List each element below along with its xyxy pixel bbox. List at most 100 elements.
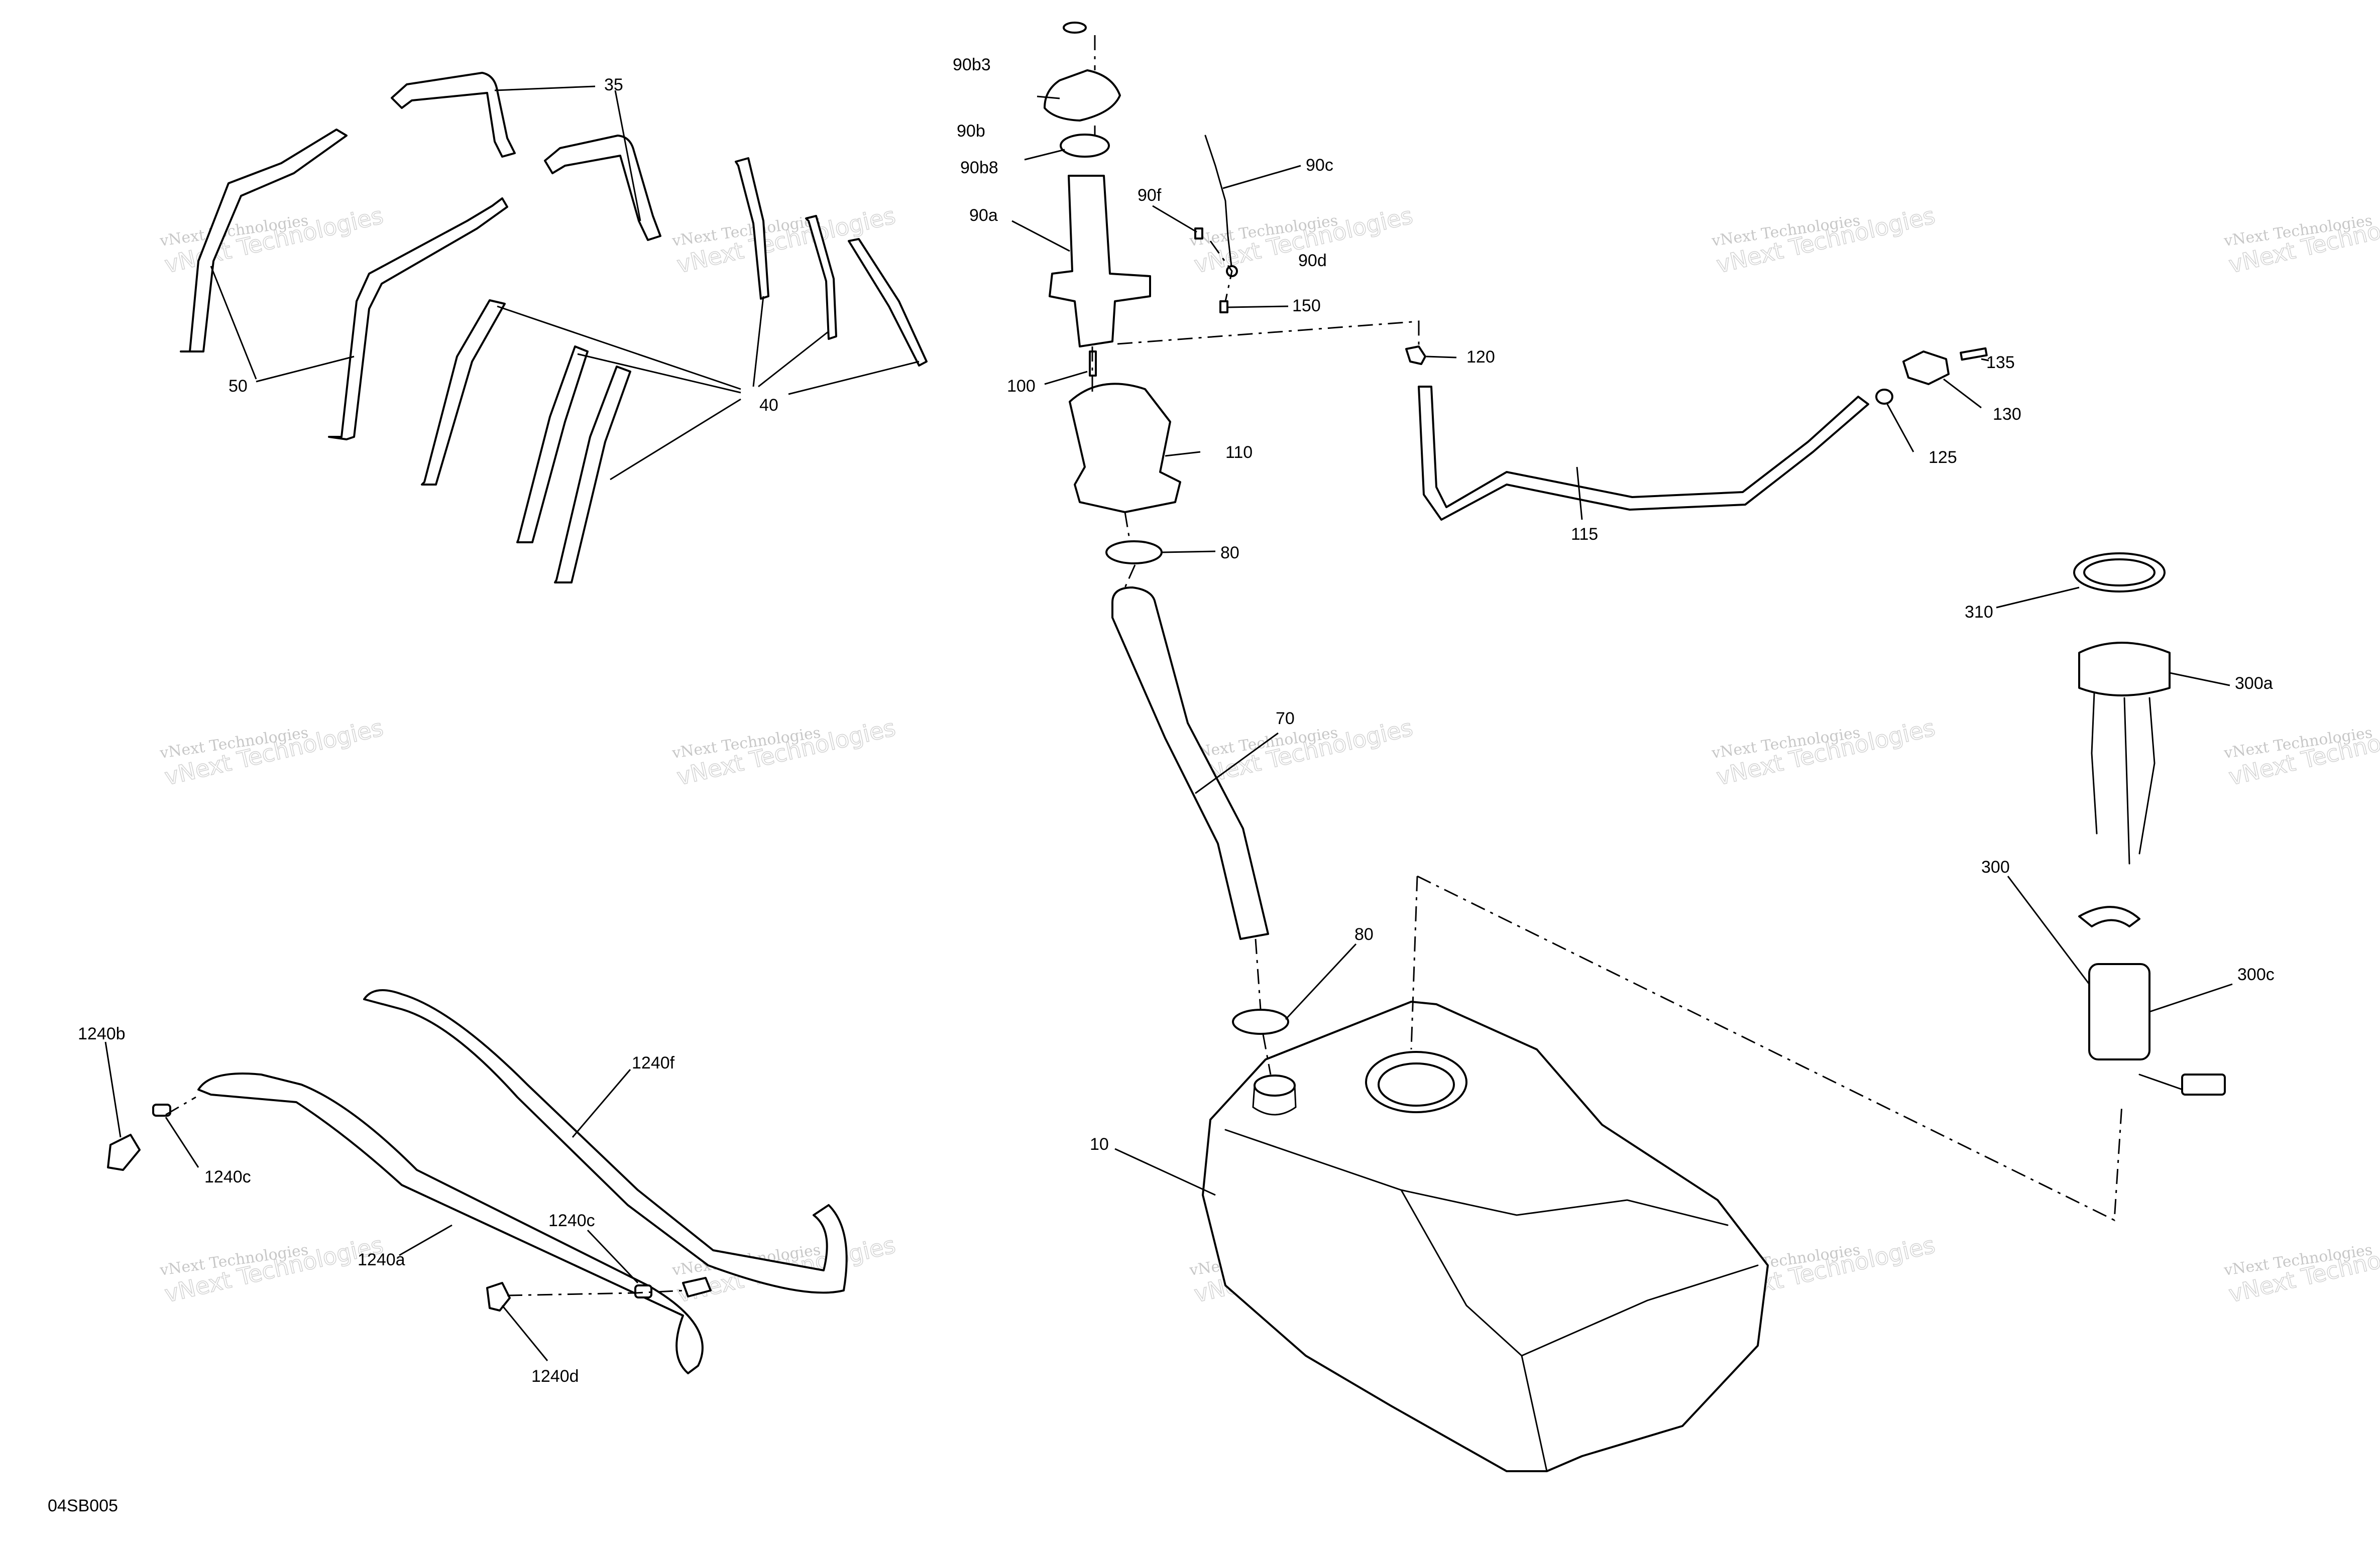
strap-35-lower bbox=[544, 135, 661, 241]
assembly-line bbox=[507, 1289, 686, 1296]
strap-40-b bbox=[516, 345, 589, 543]
leader-line bbox=[577, 353, 741, 394]
vent-hose-group bbox=[1405, 345, 1988, 521]
callout-300c: 300c bbox=[2237, 965, 2275, 984]
assembly-line bbox=[165, 1096, 196, 1116]
fill-hose-70 bbox=[1111, 586, 1269, 940]
strap-40-e bbox=[805, 215, 837, 340]
leader-line bbox=[1114, 1148, 1216, 1196]
callout-1240b: 1240b bbox=[78, 1024, 126, 1043]
leader-line bbox=[165, 1117, 199, 1168]
assembly-line bbox=[1410, 876, 1418, 1050]
strap-50-small bbox=[180, 129, 348, 352]
leader-line bbox=[501, 1305, 548, 1361]
lock-ring-310-inner bbox=[2083, 558, 2156, 586]
fuel-tank-10 bbox=[1202, 1001, 1769, 1472]
watermark: vNext Technologies vNext Technologies bbox=[2222, 201, 2380, 279]
assembly-line bbox=[1262, 1034, 1272, 1075]
assembly-lines bbox=[165, 35, 2123, 1296]
callout-300a: 300a bbox=[2235, 674, 2273, 693]
tank-mid-ridge bbox=[1400, 1189, 1548, 1472]
assembly-line bbox=[1117, 320, 1420, 349]
leader-line bbox=[1037, 95, 1060, 99]
callout-310: 310 bbox=[1965, 603, 1993, 622]
strap-40-d bbox=[735, 157, 769, 300]
watermark: vNext Technologies vNext Technologies bbox=[670, 714, 898, 791]
callout-40: 40 bbox=[759, 396, 778, 415]
valve-130 bbox=[1902, 350, 1950, 385]
callout-90b3: 90b3 bbox=[953, 55, 991, 74]
leader-line bbox=[1024, 149, 1065, 161]
leader-line bbox=[1996, 586, 2080, 609]
leader-line bbox=[104, 1041, 122, 1138]
strap-35-upper bbox=[391, 72, 516, 158]
leader-line bbox=[497, 305, 741, 390]
callout-1240f: 1240f bbox=[632, 1053, 675, 1073]
watermark: vNext Technologies vNext Technologies bbox=[1188, 714, 1416, 791]
leader-line bbox=[210, 266, 257, 380]
fitting-1240d bbox=[486, 1282, 511, 1312]
tank-top-edge bbox=[1224, 1129, 1729, 1226]
callout-90b8: 90b8 bbox=[960, 158, 998, 177]
clamp-125 bbox=[1875, 389, 1893, 405]
assembly-line bbox=[1124, 564, 1136, 588]
watermark: vNext Technologies vNext Technologies bbox=[2222, 1231, 2380, 1308]
callout-70: 70 bbox=[1276, 709, 1295, 728]
fuel-cap-90b bbox=[1044, 69, 1121, 122]
leader-line bbox=[1886, 404, 1914, 452]
leader-line bbox=[1162, 550, 1216, 553]
leader-line bbox=[752, 296, 764, 387]
filler-port-neck bbox=[1252, 1085, 1297, 1116]
clamp-80-upper bbox=[1105, 540, 1163, 564]
callout-80-lower: 80 bbox=[1354, 925, 1374, 944]
hose-stub bbox=[682, 1277, 712, 1297]
diagram-code: 04SB005 bbox=[48, 1496, 118, 1515]
pump-body-300c bbox=[2088, 963, 2150, 1060]
callout-135: 135 bbox=[1986, 353, 2015, 372]
clamp-1240c-right bbox=[634, 1284, 652, 1298]
leader-line bbox=[1981, 358, 1989, 362]
pump-float bbox=[2181, 1074, 2226, 1096]
fitting-120 bbox=[1405, 345, 1426, 365]
leader-line bbox=[614, 90, 641, 221]
callout-1240a: 1240a bbox=[358, 1250, 405, 1269]
straps-group bbox=[180, 72, 928, 583]
callout-90c: 90c bbox=[1306, 156, 1333, 175]
leader-line bbox=[1152, 205, 1197, 233]
assembly-line bbox=[1417, 875, 2123, 1222]
leader-line bbox=[1943, 378, 1982, 409]
leader-line bbox=[1222, 165, 1301, 189]
tether-90c bbox=[1204, 135, 1232, 267]
callout-300: 300 bbox=[1981, 858, 2010, 877]
callout-130: 130 bbox=[1993, 405, 2021, 424]
callout-120: 120 bbox=[1466, 347, 1495, 367]
strap-50-large bbox=[328, 197, 508, 440]
screw-135 bbox=[1960, 347, 1988, 361]
watermark: vNext Technologies vNext Technologies bbox=[1710, 714, 1938, 791]
leader-line bbox=[1011, 220, 1070, 252]
hose-1240a bbox=[197, 1073, 704, 1374]
watermark: vNext Technologies vNext Technologies bbox=[1710, 201, 1938, 279]
callout-90a: 90a bbox=[969, 206, 998, 225]
strap-40-f bbox=[848, 238, 928, 367]
callout-80-upper: 80 bbox=[1220, 543, 1239, 562]
elbow-1240b bbox=[107, 1134, 141, 1171]
watermark: vNext Technologies vNext Technologies bbox=[2222, 714, 2380, 791]
strap-40-c bbox=[554, 366, 631, 583]
leader-line bbox=[399, 1224, 452, 1256]
leader-line bbox=[1195, 732, 1279, 794]
watermark: vNext Technologies vNext Technologies bbox=[158, 1231, 386, 1308]
callout-1240c-left: 1240c bbox=[204, 1167, 251, 1186]
callout-1240d: 1240d bbox=[531, 1367, 579, 1386]
leader-line bbox=[572, 1069, 631, 1138]
fuel-tank-group bbox=[1202, 1001, 1769, 1472]
callout-150: 150 bbox=[1292, 296, 1321, 315]
leader-line bbox=[2007, 876, 2090, 985]
assembly-line bbox=[1255, 938, 1262, 1010]
watermark: vNext Technologies vNext Technologies bbox=[158, 714, 386, 791]
leader-line bbox=[587, 1229, 639, 1284]
leader-line bbox=[494, 85, 596, 91]
watermark: vNext Technologies vNext Technologies bbox=[158, 201, 386, 279]
vent-cap-90b3 bbox=[1063, 22, 1087, 34]
